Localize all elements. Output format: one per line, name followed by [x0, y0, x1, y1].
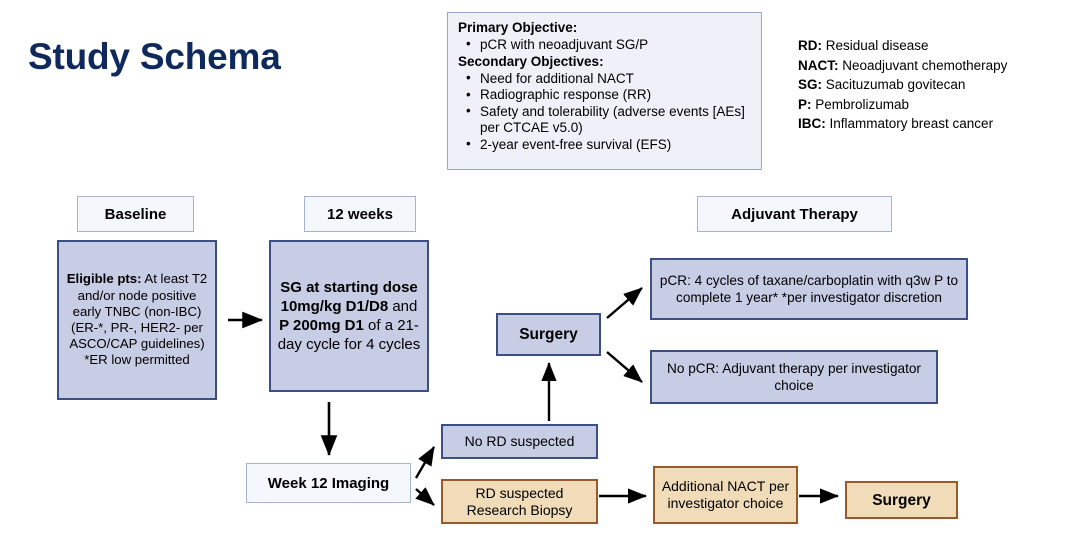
abbrev-key: P: — [798, 96, 812, 112]
abbrev-value: Pembrolizumab — [811, 96, 910, 112]
abbreviations-legend: RD: Residual disease NACT: Neoadjuvant c… — [798, 36, 1070, 134]
box-eligible-patients: Eligible pts: At least T2 and/or node po… — [57, 240, 217, 400]
list-item: pCR with neoadjuvant SG/P — [466, 36, 753, 54]
list-item: RD: Residual disease — [798, 36, 1070, 56]
abbrev-value: Residual disease — [822, 38, 929, 53]
abbrev-value: Inflammatory breast cancer — [825, 116, 994, 131]
p-dose: P 200mg D1 — [279, 317, 364, 334]
phase-header-adjuvant-therapy: Adjuvant Therapy — [697, 196, 892, 232]
primary-objective-heading: Primary Objective: — [458, 20, 578, 35]
list-item: Need for additional NACT — [466, 70, 753, 88]
abbrev-value: Neoadjuvant chemotherapy — [838, 57, 1008, 73]
box-no-pcr-adjuvant: No pCR: Adjuvant therapy per investigato… — [650, 350, 938, 404]
abbrev-key: SG: — [798, 77, 823, 92]
list-item: IBC: Inflammatory breast cancer — [798, 114, 1070, 134]
list-item: NACT: Neoadjuvant chemotherapy — [798, 56, 1070, 76]
phase-header-12-weeks: 12 weeks — [304, 196, 416, 232]
arrow-surgery-to-no-pcr — [606, 351, 643, 383]
box-week-12-imaging: Week 12 Imaging — [246, 463, 411, 503]
arrow-week12-to-rd — [415, 487, 435, 506]
sg-conjunction: and — [388, 298, 418, 315]
page-title: Study Schema — [28, 36, 281, 77]
eligible-label: Eligible pts: — [66, 271, 142, 287]
secondary-objectives-heading: Secondary Objectives: — [458, 54, 604, 69]
box-sg-regimen: SG at starting dose 10mg/kg D1/D8 and P … — [269, 240, 429, 392]
list-item: SG: Sacituzumab govitecan — [798, 75, 1070, 95]
objectives-panel: Primary Objective: pCR with neoadjuvant … — [447, 12, 762, 170]
secondary-objective-list: Need for additional NACT Radiographic re… — [458, 70, 753, 154]
abbrev-key: NACT: — [798, 57, 839, 73]
phase-header-baseline: Baseline — [77, 196, 194, 232]
list-item: Safety and tolerability (adverse events … — [466, 103, 753, 137]
abbrev-key: RD: — [798, 38, 822, 53]
box-surgery-primary: Surgery — [496, 313, 601, 356]
box-rd-suspected-research-biopsy: RD suspected Research Biopsy — [441, 479, 598, 524]
sg-cycle-detail: of a 21-day cycle for 4 cycles — [277, 317, 421, 353]
box-surgery-after-nact: Surgery — [845, 481, 958, 519]
list-item: Radiographic response (RR) — [466, 87, 753, 104]
box-no-rd-suspected: No RD suspected — [441, 424, 598, 459]
eligible-criteria: At least T2 and/or node positive early T… — [69, 271, 208, 368]
box-pcr-adjuvant: pCR: 4 cycles of taxane/carboplatin with… — [650, 258, 968, 320]
abbrev-key: IBC: — [798, 116, 826, 131]
arrow-week12-to-no-rd — [414, 446, 436, 479]
list-item: P: Pembrolizumab — [798, 95, 1070, 115]
primary-objective-list: pCR with neoadjuvant SG/P — [458, 36, 753, 54]
abbrev-value: Sacituzumab govitecan — [822, 77, 966, 92]
arrow-surgery-to-pcr — [606, 287, 643, 319]
sg-dose: SG at starting dose 10mg/kg D1/D8 — [280, 279, 418, 315]
box-additional-nact: Additional NACT per investigator choice — [653, 466, 798, 524]
list-item: 2-year event-free survival (EFS) — [466, 136, 753, 154]
